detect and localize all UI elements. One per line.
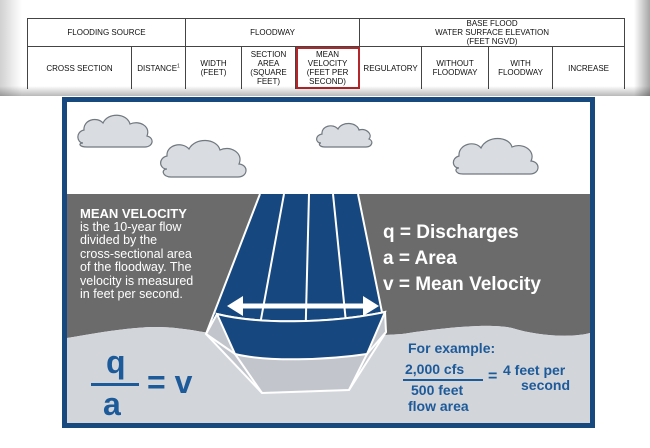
variable-definitions: q = Discharges a = Area v = Mean Velocit…	[383, 220, 541, 298]
formula-fraction-bar	[91, 383, 139, 386]
channel-bed-lines	[205, 331, 387, 394]
with-line: WITH	[510, 59, 531, 68]
mean-velocity-line: VELOCITY	[307, 59, 348, 68]
formula-denominator: a	[103, 386, 121, 422]
col-section-area: SECTION AREA (SQUARE FEET)	[241, 46, 297, 89]
distance-label: DISTANCE	[137, 63, 178, 73]
without-line: WITHOUT	[436, 59, 474, 68]
page-shadow-right	[634, 0, 650, 96]
cloud-icon	[452, 137, 539, 175]
description-line: in feet per second.	[80, 287, 183, 301]
section-area-line: (SQUARE	[250, 68, 287, 77]
description-title: MEAN VELOCITY	[80, 206, 187, 221]
base-flood-line: WATER SURFACE ELEVATION	[435, 28, 550, 37]
description-line: cross-sectional area	[80, 246, 192, 261]
col-distance: DISTANCE1	[130, 46, 187, 89]
width-line: (FEET)	[200, 68, 227, 77]
definition-q: q = Discharges	[383, 222, 519, 243]
base-flood-line: (FEET NGVD)	[466, 37, 518, 46]
example-result: 4 feet per	[503, 362, 566, 378]
section-area-line: FEET)	[256, 77, 281, 86]
mean-velocity-line: (FEET PER	[306, 68, 349, 77]
col-without-floodway: WITHOUT FLOODWAY	[421, 46, 490, 89]
description-line: velocity is measured	[80, 273, 194, 288]
description-line: of the floodway. The	[80, 260, 192, 274]
description-line: is the 10-year flow	[80, 219, 182, 234]
mean-velocity-description: MEAN VELOCITY is the 10-year flow divide…	[80, 207, 240, 302]
without-line: FLOODWAY	[432, 68, 478, 77]
header-flooding-source: FLOODING SOURCE	[26, 18, 187, 47]
cloud-icon	[160, 139, 247, 178]
col-cross-section: CROSS SECTION	[27, 46, 132, 89]
mean-velocity-line: SECOND)	[309, 77, 346, 86]
example-equals: =	[488, 368, 498, 385]
example-fraction-bar	[403, 379, 483, 381]
distance-footnote: 1	[177, 62, 180, 69]
floodway-data-table: FLOODING SOURCE FLOODWAY BASE FLOOD WATE…	[26, 18, 626, 89]
col-width: WIDTH (FEET)	[185, 46, 243, 89]
cloud-icon	[316, 122, 373, 148]
col-regulatory: REGULATORY	[359, 46, 423, 89]
formula-numerator: q	[106, 344, 126, 380]
mean-velocity-illustration: MEAN VELOCITY is the 10-year flow divide…	[62, 97, 595, 428]
base-flood-line: BASE FLOOD	[466, 19, 518, 28]
mean-velocity-line: MEAN	[315, 50, 340, 59]
col-increase: INCREASE	[552, 46, 626, 89]
example-denominator: 500 feet	[411, 382, 464, 398]
example-lead: For example:	[408, 340, 496, 356]
section-area-line: SECTION	[250, 50, 287, 59]
example-result-2: second	[521, 377, 571, 393]
floodway-scene	[67, 102, 590, 423]
section-area-line: AREA	[257, 59, 280, 68]
header-floodway: FLOODWAY	[185, 18, 361, 47]
definition-v: v = Mean Velocity	[383, 274, 541, 295]
formula-result: = v	[147, 364, 193, 400]
example-numerator: 2,000 cfs	[405, 361, 465, 377]
page-shadow-bottom	[0, 86, 650, 96]
definition-a: a = Area	[383, 248, 457, 269]
description-line: divided by the	[80, 233, 158, 247]
width-line: WIDTH	[200, 59, 227, 68]
channel-water	[215, 310, 387, 361]
floodway-data-table-strip: FLOODING SOURCE FLOODWAY BASE FLOOD WATE…	[0, 0, 650, 96]
example-denominator-2: flow area	[408, 398, 469, 414]
double-arrow-icon	[227, 296, 379, 316]
page-shadow-left	[0, 0, 22, 96]
col-with-floodway: WITH FLOODWAY	[488, 46, 554, 89]
col-mean-velocity-highlighted: MEAN VELOCITY (FEET PER SECOND)	[295, 46, 361, 89]
header-base-flood: BASE FLOOD WATER SURFACE ELEVATION (FEET…	[359, 18, 626, 47]
cloud-icon	[77, 114, 153, 148]
with-line: FLOODWAY	[498, 68, 543, 77]
